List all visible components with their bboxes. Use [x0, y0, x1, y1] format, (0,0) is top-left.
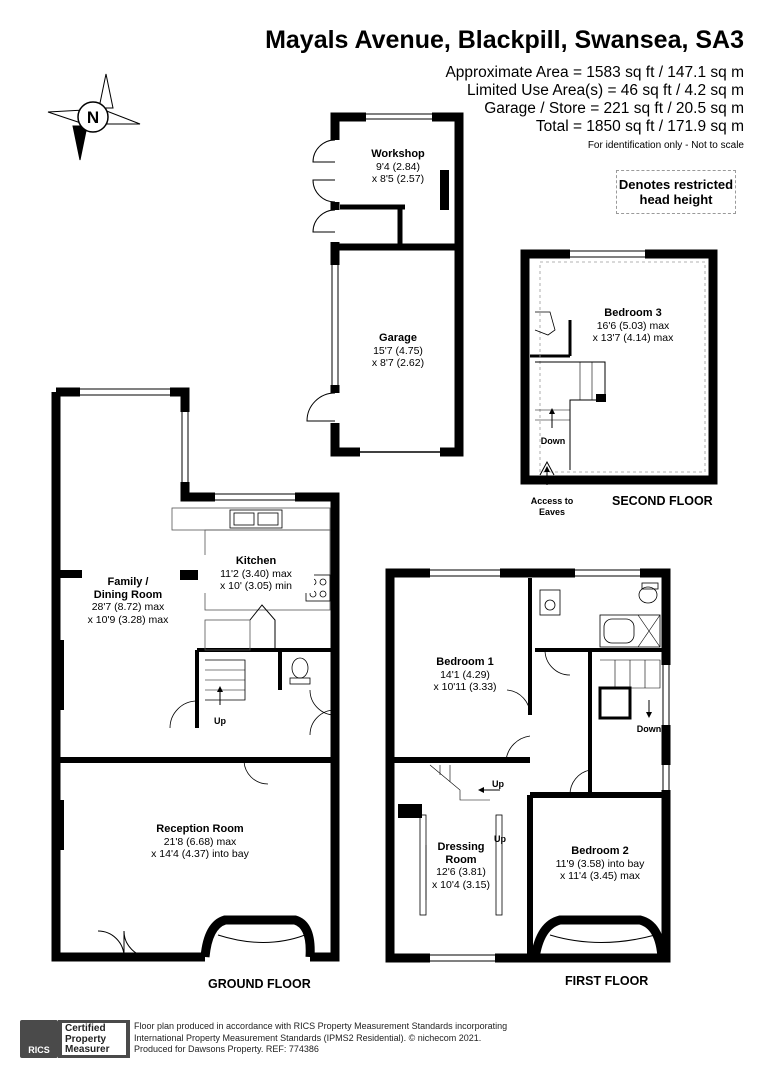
- eaves-access-label: Access to Eaves: [524, 496, 580, 518]
- compass-letter: N: [87, 108, 99, 127]
- stairs-down-label: Down: [636, 724, 662, 734]
- footer-line: International Property Measurement Stand…: [134, 1032, 482, 1043]
- room-dimension: x 10'11 (3.33): [433, 681, 497, 693]
- room-dimension: x 10' (3.05) min: [219, 580, 293, 592]
- floor-label-second: SECOND FLOOR: [612, 494, 713, 508]
- compass-icon: N: [47, 73, 141, 161]
- room-name: Dressing: [437, 841, 485, 853]
- rics-logo: RICS: [20, 1020, 58, 1058]
- floor-label-ground: GROUND FLOOR: [208, 977, 311, 991]
- room-bedroom-1: Bedroom 1 14'1 (4.29) x 10'11 (3.33): [410, 656, 520, 694]
- room-name: Family /: [107, 576, 149, 588]
- room-name: Bedroom 3: [604, 307, 662, 319]
- room-dimension: x 13'7 (4.14) max: [592, 332, 674, 344]
- room-dimension: 11'9 (3.58) into bay: [555, 857, 645, 870]
- total-area: Total = 1850 sq ft / 171.9 sq m: [535, 118, 744, 135]
- room-name: Garage: [379, 332, 417, 344]
- room-dimension: x 11'4 (3.45) max: [559, 870, 640, 882]
- room-bedroom-3: Bedroom 3 16'6 (5.03) max x 13'7 (4.14) …: [570, 307, 696, 345]
- rics-logo-text: RICS: [28, 1045, 50, 1055]
- room-dimension: 14'1 (4.29): [440, 668, 490, 681]
- stairs-down-label: Down: [540, 436, 566, 446]
- limited-use-area: Limited Use Area(s) = 46 sq ft / 4.2 sq …: [467, 82, 744, 99]
- identification-note: For identification only - Not to scale: [587, 140, 744, 151]
- room-dimension: x 8'5 (2.57): [371, 173, 425, 185]
- first-floor-walls: [385, 568, 671, 963]
- restricted-height-legend: Denotes restricted head height: [616, 170, 736, 214]
- garage-store-area: Garage / Store = 221 sq ft / 20.5 sq m: [484, 100, 744, 117]
- room-name: Room: [445, 853, 477, 866]
- footer-note: Floor plan produced in accordance with R…: [134, 1021, 507, 1056]
- room-dressing: Dressing Room 12'6 (3.81) x 10'4 (3.15): [426, 841, 496, 891]
- room-dimension: x 10'9 (3.28) max: [87, 613, 169, 626]
- floor-label-first: FIRST FLOOR: [565, 974, 649, 988]
- room-name: Workshop: [371, 148, 425, 160]
- ground-floor-walls: [51, 387, 340, 962]
- stairs-up-label: Up: [494, 834, 506, 844]
- page-title: Mayals Avenue, Blackpill, Swansea, SA3: [265, 26, 744, 54]
- room-dimension: x 14'4 (4.37) into bay: [151, 848, 249, 860]
- eaves-access-line: Access to: [530, 496, 574, 506]
- room-dimension: x 10'4 (3.15): [431, 878, 491, 891]
- garage-openings: [306, 112, 449, 457]
- first-floor-fittings: [398, 568, 671, 963]
- room-dimension: x 8'7 (2.62): [371, 357, 425, 369]
- footer-line: Floor plan produced in accordance with R…: [134, 1021, 508, 1031]
- room-dimension: 28'7 (8.72) max: [91, 601, 165, 613]
- room-dimension: 11'2 (3.40) max: [220, 567, 292, 580]
- room-name: Kitchen: [235, 555, 277, 567]
- footer-line: Produced for Dawsons Property. REF: 7743…: [134, 1044, 319, 1054]
- stairs-up-label: Up: [214, 716, 226, 726]
- room-family-dining: Family / Dining Room 28'7 (8.72) max x 1…: [72, 576, 184, 626]
- approximate-area: Approximate Area = 1583 sq ft / 147.1 sq…: [445, 64, 744, 81]
- room-reception: Reception Room 21'8 (6.68) max x 14'4 (4…: [130, 823, 270, 861]
- badge-line: Measurer: [65, 1044, 110, 1055]
- room-name: Reception Room: [156, 823, 244, 835]
- certified-measurer-badge: Certified Property Measurer: [58, 1020, 130, 1058]
- room-dimension: 15'7 (4.75): [373, 344, 423, 357]
- badge-line: Property: [65, 1033, 107, 1045]
- room-name: Bedroom 2: [571, 845, 629, 857]
- room-workshop: Workshop 9'4 (2.84) x 8'5 (2.57): [350, 148, 446, 186]
- room-garage: Garage 15'7 (4.75) x 8'7 (2.62): [350, 332, 446, 370]
- ground-floor-fittings: [54, 387, 336, 958]
- room-dimension: 12'6 (3.81): [436, 866, 486, 878]
- room-dimension: 9'4 (2.84): [375, 160, 421, 173]
- room-dimension: 16'6 (5.03) max: [596, 319, 670, 332]
- stairs-up-label: Up: [492, 779, 504, 789]
- room-dimension: 21'8 (6.68) max: [163, 835, 237, 848]
- room-name: Dining Room: [93, 588, 163, 601]
- second-floor-fittings: [534, 249, 706, 485]
- room-name: Bedroom 1: [436, 656, 494, 668]
- badge-line: Certified: [65, 1023, 106, 1034]
- room-kitchen: Kitchen 11'2 (3.40) max x 10' (3.05) min: [198, 555, 314, 593]
- eaves-access-line: Eaves: [538, 507, 566, 517]
- room-bedroom-2: Bedroom 2 11'9 (3.58) into bay x 11'4 (3…: [540, 845, 660, 883]
